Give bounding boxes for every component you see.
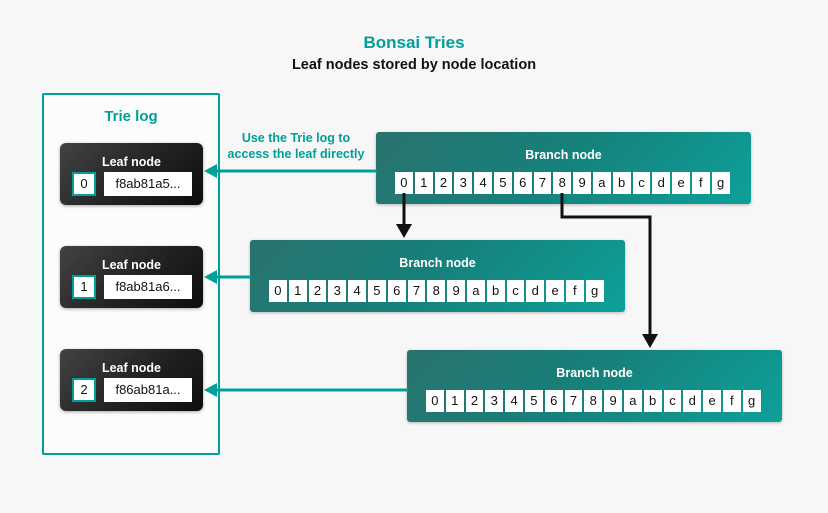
branch-cell: b [612,172,631,194]
branch-cell: 9 [447,280,465,302]
branch-cell: d [526,280,545,302]
trie-log-title: Trie log [104,108,158,125]
branch-cell: b [643,390,662,412]
branch-cell: c [632,172,651,194]
leaf-node-label: Leaf node [101,361,162,375]
leaf-hash: f8ab81a5... [104,172,192,196]
branch-node-label: Branch node [525,148,602,162]
branch-cell: 2 [465,390,484,412]
leaf-node-row: 2 f86ab81a... [60,376,203,402]
branch-cell: f [691,172,710,194]
branch-cell: f [722,390,741,412]
branch-cell: a [592,172,611,194]
branch-cell: 4 [348,280,366,302]
leaf-hash: f86ab81a... [104,378,192,402]
branch-cell: 8 [553,172,572,194]
branch-cell: 5 [367,280,386,302]
branch-cell: 3 [485,390,504,412]
branch-cell: 5 [524,390,543,412]
branch-cell: 0 [269,280,287,302]
leaf-node-0: Leaf node 0 f8ab81a5... [60,143,203,205]
branch-cell: a [623,390,642,412]
branch-cell: 3 [454,172,473,194]
branch-cell: e [703,390,721,412]
branch-cell: 9 [573,172,591,194]
branch-cell: 8 [427,280,446,302]
leaf-node-2: Leaf node 2 f86ab81a... [60,349,203,411]
branch-cell: 7 [407,280,426,302]
branch-cell: 9 [604,390,622,412]
leaf-hash: f8ab81a6... [104,275,192,299]
branch-cell: 6 [544,390,563,412]
header: Bonsai Tries Leaf nodes stored by node l… [0,33,828,75]
branch-cell: 6 [387,280,406,302]
branch-cell: 2 [434,172,453,194]
page-subtitle: Leaf nodes stored by node location [291,57,537,74]
annotation-use-trie-log: Use the Trie log to access the leaf dire… [227,131,365,161]
branch-cell: 6 [513,172,532,194]
leaf-index: 0 [72,172,96,196]
branch-cell: d [683,390,702,412]
branch-cell: 1 [414,172,433,194]
branch-cell: g [585,280,604,302]
branch-cell: b [486,280,505,302]
branch-cell: 8 [584,390,603,412]
leaf-node-label: Leaf node [101,155,162,169]
branch-cell: g [742,390,761,412]
branch-cell: e [546,280,564,302]
branch-cell: a [466,280,485,302]
branch-cell: c [506,280,525,302]
leaf-index: 2 [72,378,96,402]
branch-node-label: Branch node [556,366,633,380]
branch-cell: 0 [395,172,413,194]
branch-cell: 7 [533,172,552,194]
branch-cell: 1 [288,280,307,302]
branch-node-label: Branch node [399,256,476,270]
branch-cell: e [672,172,690,194]
leaf-node-label: Leaf node [101,258,162,272]
leaf-node-1: Leaf node 1 f8ab81a6... [60,246,203,308]
page-title: Bonsai Tries [363,33,465,52]
branch-cell: 4 [505,390,523,412]
branch-cell: d [652,172,671,194]
branch-cell: g [711,172,730,194]
leaf-node-row: 1 f8ab81a6... [60,273,203,299]
branch-cell: 2 [308,280,327,302]
branch-cell: f [565,280,584,302]
leaf-node-row: 0 f8ab81a5... [60,170,203,196]
branch-cell: 3 [328,280,347,302]
branch-cell: 5 [493,172,512,194]
branch-cell: c [663,390,682,412]
branch-cell: 1 [445,390,464,412]
branch-cell: 7 [564,390,583,412]
branch-cell: 0 [426,390,444,412]
branch-cell: 4 [474,172,492,194]
leaf-index: 1 [72,275,96,299]
